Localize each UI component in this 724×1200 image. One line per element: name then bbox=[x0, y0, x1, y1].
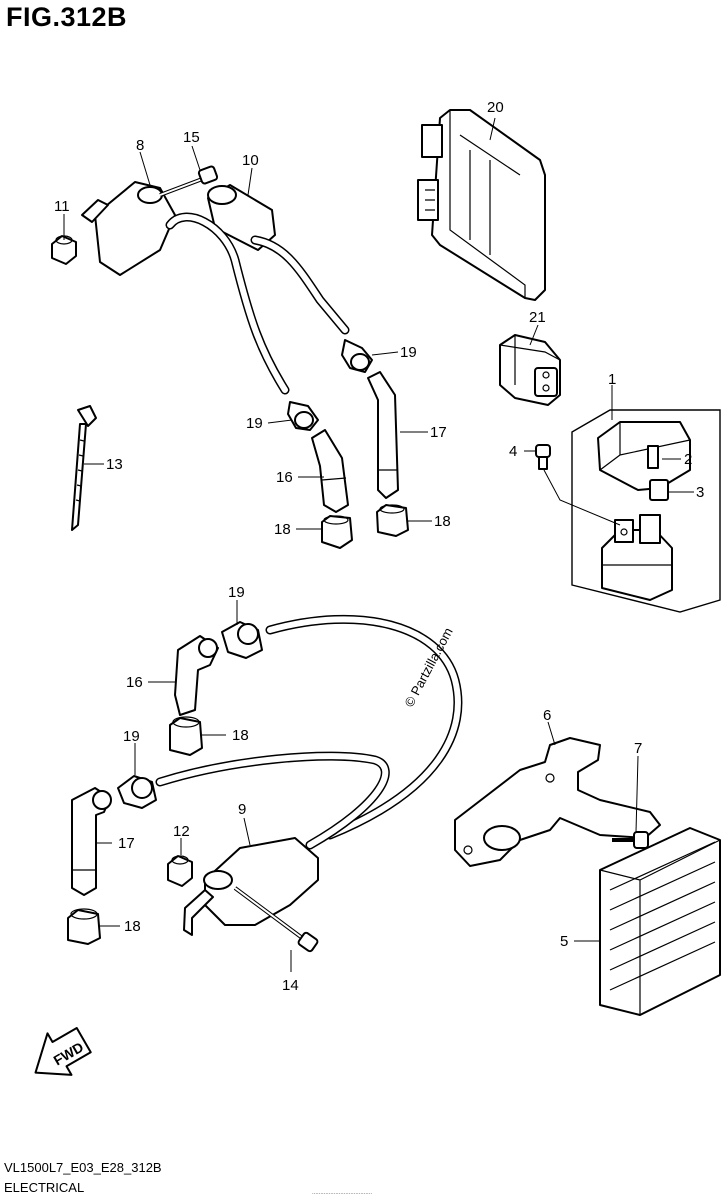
screw-7-part[interactable] bbox=[612, 831, 649, 849]
callout-18[interactable]: 18 bbox=[124, 918, 141, 935]
collar-11-part[interactable] bbox=[51, 235, 77, 265]
callout-11[interactable]: 11 bbox=[54, 198, 70, 215]
callout-17[interactable]: 17 bbox=[118, 835, 135, 852]
callout-13[interactable]: 13 bbox=[106, 456, 123, 473]
callout-16[interactable]: 16 bbox=[126, 674, 143, 691]
callout-2[interactable]: 2 bbox=[684, 451, 692, 468]
callout-1[interactable]: 1 bbox=[608, 371, 616, 388]
callout-numbers: 20 8 15 10 11 21 19 1 13 19 17 4 2 16 3 … bbox=[54, 99, 704, 994]
callout-6[interactable]: 6 bbox=[543, 707, 551, 724]
callout-16[interactable]: 16 bbox=[276, 469, 293, 486]
callout-18[interactable]: 18 bbox=[434, 513, 451, 530]
plug-cap-17-upper[interactable] bbox=[367, 371, 399, 499]
plug-cap-16-lower[interactable] bbox=[174, 635, 219, 716]
relay-cover-part[interactable] bbox=[597, 421, 691, 491]
model-code: VL1500L7_E03_E28_312B bbox=[4, 1160, 162, 1175]
boot-18-lower-bottom[interactable] bbox=[67, 908, 101, 945]
callout-19[interactable]: 19 bbox=[123, 728, 140, 745]
connector-part[interactable] bbox=[499, 334, 561, 406]
callout-17[interactable]: 17 bbox=[430, 424, 447, 441]
callout-3[interactable]: 3 bbox=[696, 484, 704, 501]
fine-print: .................................... bbox=[312, 1190, 373, 1196]
lower-hv-cables bbox=[155, 614, 463, 850]
upper-hv-cables bbox=[165, 212, 350, 395]
callout-12[interactable]: 12 bbox=[173, 823, 190, 840]
bolt-14-part[interactable] bbox=[233, 886, 319, 953]
plug-cap-17-lower[interactable] bbox=[71, 787, 112, 896]
plug-cap-19-upper-right[interactable] bbox=[341, 339, 373, 373]
cable-tie-part[interactable] bbox=[71, 405, 97, 531]
callout-7[interactable]: 7 bbox=[634, 740, 642, 757]
regulator-bracket-part[interactable] bbox=[454, 737, 661, 867]
fuse-part[interactable] bbox=[649, 479, 669, 501]
callout-19[interactable]: 19 bbox=[228, 584, 245, 601]
plug-cap-16-upper[interactable] bbox=[311, 429, 349, 513]
callout-18[interactable]: 18 bbox=[232, 727, 249, 744]
regulator-rectifier-part[interactable] bbox=[599, 827, 721, 1016]
starter-relay-assembly-box bbox=[571, 409, 721, 613]
collar-12-part[interactable] bbox=[167, 855, 193, 887]
screw-4-part[interactable] bbox=[535, 444, 621, 526]
leader-lines bbox=[63, 117, 694, 972]
ignition-coil-lower-part[interactable] bbox=[183, 837, 319, 936]
callout-19[interactable]: 19 bbox=[246, 415, 263, 432]
callout-8[interactable]: 8 bbox=[136, 137, 144, 154]
plug-cap-19-lower-mid[interactable] bbox=[117, 775, 157, 809]
ecu-unit-part[interactable] bbox=[417, 109, 546, 301]
plug-cap-19-upper-left[interactable] bbox=[287, 401, 319, 431]
callout-14[interactable]: 14 bbox=[282, 977, 299, 994]
callout-5[interactable]: 5 bbox=[560, 933, 568, 950]
callout-15[interactable]: 15 bbox=[183, 129, 200, 146]
bolt-15-part[interactable] bbox=[159, 165, 219, 197]
boot-18-lower-top[interactable] bbox=[169, 716, 203, 756]
section-name: ELECTRICAL bbox=[4, 1180, 85, 1195]
callout-4[interactable]: 4 bbox=[509, 443, 517, 460]
plug-cap-19-lower-top[interactable] bbox=[221, 621, 263, 659]
boot-18-upper-right[interactable] bbox=[376, 504, 409, 537]
fwd-arrow-icon bbox=[34, 1027, 92, 1076]
callout-9[interactable]: 9 bbox=[238, 801, 246, 818]
figure-title: FIG.312B bbox=[6, 2, 128, 32]
callout-19[interactable]: 19 bbox=[400, 344, 417, 361]
callout-10[interactable]: 10 bbox=[242, 152, 259, 169]
boot-18-upper-left[interactable] bbox=[321, 515, 353, 549]
callout-18[interactable]: 18 bbox=[274, 521, 291, 538]
starter-relay-part[interactable] bbox=[601, 514, 673, 601]
callout-21[interactable]: 21 bbox=[529, 309, 546, 326]
callout-20[interactable]: 20 bbox=[487, 99, 504, 116]
